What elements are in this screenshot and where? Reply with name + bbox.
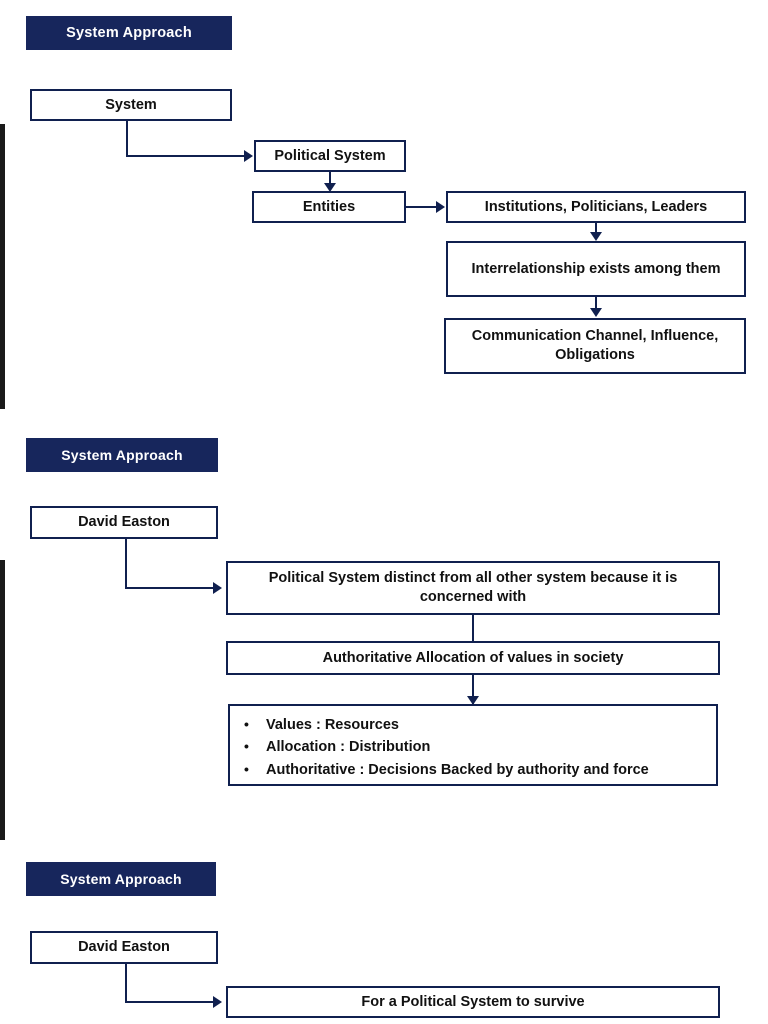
node-interrelationship-label: Interrelationship exists among them <box>471 260 721 277</box>
arrow-political-system-to-entities <box>324 183 336 192</box>
node-david-easton: David Easton <box>30 506 218 539</box>
arrow-interrelationship-to-communication <box>590 308 602 317</box>
node-entities: Entities <box>252 191 406 223</box>
connector-interrelationship-to-communication <box>595 297 597 309</box>
connector-distinct-to-allocation <box>472 615 474 649</box>
page-edge-mark-top <box>0 124 5 409</box>
node-survive: For a Political System to survive <box>226 986 720 1018</box>
slide-1: System Approach System Political System … <box>0 0 768 420</box>
node-communication: Communication Channel, Influence, Obliga… <box>444 318 746 374</box>
page-edge-mark-middle <box>0 560 5 840</box>
arrow-david-easton-to-distinct <box>213 582 222 594</box>
bullet-list-definitions: • Values : Resources • Allocation : Dist… <box>228 704 718 786</box>
connector-political-system-to-entities <box>329 172 331 185</box>
node-david-easton-label: David Easton <box>78 514 170 531</box>
node-institutions-label: Institutions, Politicians, Leaders <box>484 198 708 215</box>
connector-david-easton-2-horizontal <box>125 1001 213 1003</box>
connector-institutions-to-interrelationship <box>595 223 597 234</box>
node-authoritative-allocation-label: Authoritative Allocation of values in so… <box>322 649 624 666</box>
bullet-marker-allocation: • <box>244 738 249 755</box>
connector-david-easton-2-vertical <box>125 964 127 1002</box>
arrow-david-easton-2-to-survive <box>213 996 222 1008</box>
bullet-label-authoritative: Authoritative : Decisions Backed by auth… <box>266 761 649 778</box>
slide-2-title-banner: System Approach <box>26 438 218 472</box>
node-interrelationship: Interrelationship exists among them <box>446 241 746 297</box>
bullet-marker-authoritative: • <box>244 760 249 777</box>
bullet-row-values: • Values : Resources <box>244 714 706 736</box>
connector-allocation-to-bullets <box>472 675 474 705</box>
bullet-row-authoritative: • Authoritative : Decisions Backed by au… <box>244 759 706 781</box>
connector-system-vertical <box>126 121 128 156</box>
connector-david-easton-horizontal <box>125 587 213 589</box>
arrow-institutions-to-interrelationship <box>590 232 602 241</box>
bullet-label-allocation: Allocation : Distribution <box>266 739 431 756</box>
node-communication-label: Communication Channel, Influence, Obliga… <box>471 328 719 363</box>
node-distinct: Political System distinct from all other… <box>226 561 720 615</box>
arrow-system-to-political-system <box>244 150 253 162</box>
connector-entities-to-institutions <box>406 206 438 208</box>
slide-3-title-text: System Approach <box>60 871 182 887</box>
bullet-marker-values: • <box>244 716 249 732</box>
node-david-easton-2: David Easton <box>30 931 218 964</box>
node-system: System <box>30 89 232 121</box>
node-entities-label: Entities <box>302 198 356 215</box>
node-distinct-label: Political System distinct from all other… <box>268 570 678 605</box>
node-david-easton-2-label: David Easton <box>78 939 170 956</box>
bullet-label-values: Values : Resources <box>266 717 399 733</box>
slide-3-title-banner: System Approach <box>26 862 216 896</box>
slide-1-title-banner: System Approach <box>26 16 232 50</box>
slide-2-title-text: System Approach <box>61 447 183 463</box>
node-institutions: Institutions, Politicians, Leaders <box>446 191 746 223</box>
node-political-system: Political System <box>254 140 406 172</box>
node-political-system-label: Political System <box>274 147 386 164</box>
connector-system-horizontal <box>126 155 244 157</box>
slide-2: System Approach David Easton Political S… <box>0 420 768 840</box>
bullet-row-allocation: • Allocation : Distribution <box>244 736 706 758</box>
node-authoritative-allocation: Authoritative Allocation of values in so… <box>226 641 720 675</box>
slide-1-title-text: System Approach <box>66 25 192 41</box>
node-system-label: System <box>105 96 157 113</box>
arrow-entities-to-institutions <box>436 201 445 213</box>
node-survive-label: For a Political System to survive <box>361 993 585 1010</box>
arrow-allocation-to-bullets <box>467 696 479 705</box>
slide-3: System Approach David Easton For a Polit… <box>0 840 768 1024</box>
connector-david-easton-vertical <box>125 539 127 588</box>
